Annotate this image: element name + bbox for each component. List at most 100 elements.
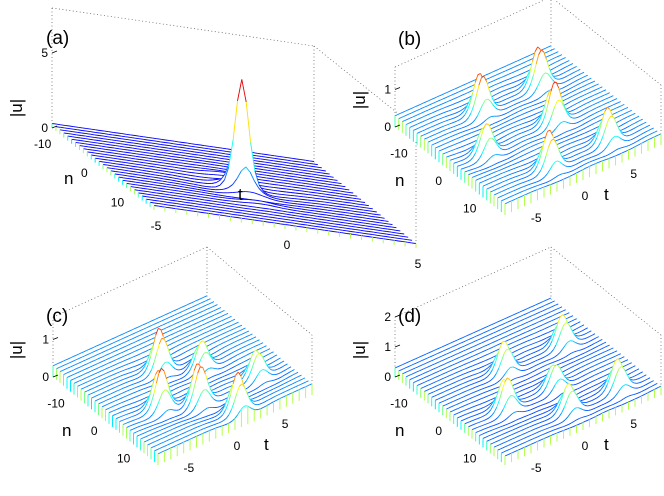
surface-line	[467, 81, 471, 84]
surface-line	[119, 333, 123, 336]
surface-line	[172, 150, 177, 153]
surface-line	[467, 149, 472, 153]
surface-line	[174, 166, 179, 169]
surface-line	[577, 101, 581, 104]
surface-line	[636, 139, 640, 142]
surface-line	[160, 329, 164, 337]
surface-line	[278, 187, 283, 189]
surface-line	[374, 224, 379, 226]
surface-line	[356, 226, 361, 229]
surface-line	[453, 107, 457, 110]
surface-line	[76, 134, 82, 136]
surface-line	[568, 78, 572, 81]
surface-line	[540, 141, 544, 143]
surface-line	[181, 203, 186, 206]
surface-line	[135, 354, 139, 357]
surface-line	[273, 186, 279, 189]
surface-line	[340, 190, 345, 193]
surface-line	[140, 388, 144, 391]
surface-line	[219, 362, 222, 364]
surface-line	[175, 185, 180, 187]
surface-line	[310, 207, 315, 209]
surface-line	[503, 84, 507, 87]
surface-line	[261, 200, 267, 203]
surface-line	[207, 155, 212, 158]
surface-line	[135, 158, 140, 160]
surface-line	[230, 203, 235, 205]
surface-line	[555, 51, 559, 54]
surface-line	[514, 139, 518, 142]
surface-line	[257, 200, 262, 202]
surface-line	[147, 330, 150, 333]
surface-line	[516, 147, 520, 150]
surface-line	[180, 342, 184, 345]
surface-line	[130, 160, 135, 162]
surface-line	[567, 96, 571, 100]
surface-line	[458, 113, 462, 117]
surface-line	[127, 420, 131, 423]
surface-line	[257, 202, 262, 205]
surface-line	[629, 147, 633, 150]
surface-line	[125, 358, 129, 361]
surface-line	[489, 177, 493, 180]
surface-line	[215, 382, 219, 385]
surface-line	[126, 180, 132, 182]
surface-line	[486, 117, 490, 121]
surface-line	[372, 210, 377, 213]
surface-line	[198, 307, 202, 310]
surface-line	[212, 332, 216, 335]
surface-line	[574, 102, 578, 105]
surface-line	[137, 376, 141, 379]
surface-line	[303, 221, 308, 224]
surface-line	[78, 379, 82, 382]
surface-line	[97, 398, 101, 401]
surface-line	[446, 146, 450, 149]
surface-line	[593, 84, 597, 87]
surface-line	[98, 402, 102, 405]
surface-line	[107, 162, 113, 164]
surface-line	[617, 135, 621, 139]
surface-line	[176, 386, 180, 389]
surface-line	[213, 374, 217, 377]
surface-line	[210, 310, 214, 313]
surface-line	[209, 166, 215, 169]
surface-line	[167, 334, 171, 337]
surface-line	[198, 206, 203, 208]
surface-line	[93, 354, 97, 357]
surface-line	[555, 125, 559, 129]
surface-line	[61, 364, 65, 367]
surface-line	[200, 315, 204, 318]
surface-line	[284, 174, 290, 177]
surface-line	[89, 361, 92, 364]
surface-line	[327, 183, 333, 186]
surface-line	[331, 189, 336, 191]
surface-line	[119, 397, 123, 400]
surface-line	[507, 147, 511, 150]
surface-line	[621, 113, 625, 116]
surface-line	[482, 184, 486, 187]
surface-line	[493, 154, 497, 156]
surface-line	[92, 350, 96, 353]
surface-line	[227, 334, 231, 337]
surface-line	[504, 79, 508, 82]
surface-line	[555, 143, 560, 151]
surface-line	[281, 166, 287, 169]
surface-line	[355, 203, 361, 205]
surface-line	[200, 328, 204, 331]
surface-line	[272, 192, 278, 195]
surface-line	[81, 132, 87, 135]
surface-line	[394, 239, 399, 242]
surface-line	[138, 189, 144, 192]
surface-line	[116, 357, 120, 360]
surface-line	[499, 191, 502, 194]
surface-line	[562, 90, 566, 93]
surface-line	[590, 118, 594, 121]
surface-line	[181, 397, 185, 400]
surface-line	[175, 208, 181, 210]
surface-line	[509, 164, 513, 167]
surface-line	[129, 142, 134, 144]
surface-line	[140, 351, 144, 355]
surface-line	[525, 180, 528, 183]
surface-line	[492, 189, 496, 192]
surface-line	[217, 329, 221, 332]
